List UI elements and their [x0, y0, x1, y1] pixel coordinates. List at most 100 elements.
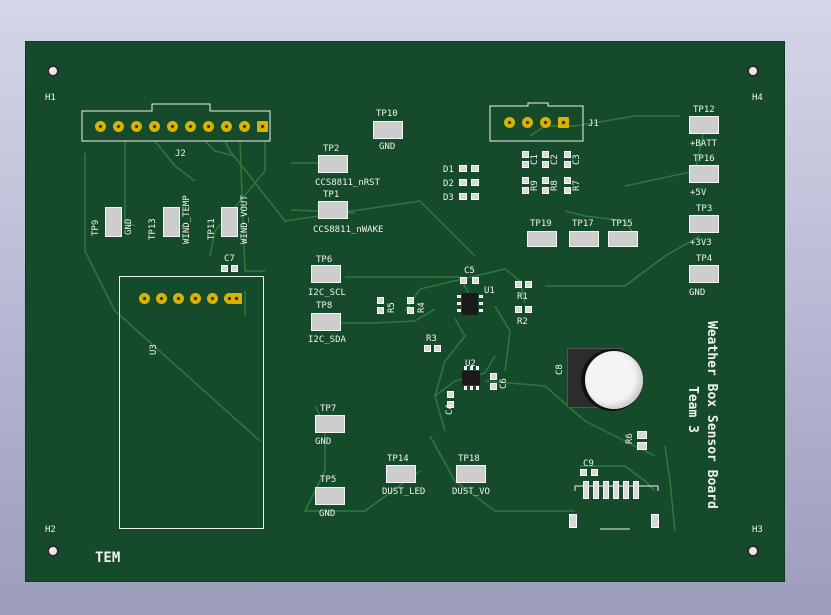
c7-label: C7 [224, 254, 235, 264]
tp14-pad [386, 465, 416, 483]
dust-connector-pin [603, 481, 609, 499]
d3-label: D3 [443, 193, 454, 203]
j2-outline [81, 103, 271, 142]
u3-pin [156, 293, 167, 304]
d1-pad [459, 165, 467, 172]
r4-pad [407, 297, 414, 304]
j2-pin [185, 121, 196, 132]
mounting-hole [47, 545, 59, 557]
tp6-ref: TP6 [316, 255, 333, 265]
d3-pad [471, 193, 479, 200]
u3-outline [119, 276, 264, 529]
tp1-ref: TP1 [323, 190, 340, 200]
j2-pin [113, 121, 124, 132]
mounting-hole [47, 65, 59, 77]
u3-pin [207, 293, 218, 304]
tp8-label: I2C_SDA [308, 335, 346, 345]
r1-pad [515, 281, 522, 288]
tp9-ref: TP9 [91, 219, 101, 236]
j2-pin [203, 121, 214, 132]
c3-label: C3 [572, 154, 582, 165]
j1-pin [504, 117, 515, 128]
j2-pin-1 [257, 121, 268, 132]
r6-pad [637, 442, 647, 450]
j2-pin [95, 121, 106, 132]
board-title: Weather Box Sensor Board [704, 321, 719, 509]
c5-label: C5 [464, 266, 475, 276]
r3-pad [434, 345, 441, 352]
r8-pad [542, 177, 549, 184]
r7-pad [564, 187, 571, 194]
pcb-board: H1 H4 H2 H3 J2 J1 TP10 GND TP2 CCS8811_n… [25, 41, 785, 582]
tp12-label: +BATT [690, 139, 718, 149]
dust-connector-pin [623, 481, 629, 499]
u2-pin [470, 366, 473, 370]
tp1-pad [318, 201, 348, 219]
d2-pad [471, 179, 479, 186]
tp12-pad [689, 116, 719, 134]
tp13-pad [163, 207, 180, 237]
c9-pad [591, 469, 598, 476]
tp10-pad [373, 121, 403, 139]
tp8-ref: TP8 [316, 301, 333, 311]
j2-pin [239, 121, 250, 132]
u2-chip [462, 371, 480, 385]
tp18-pad [456, 465, 486, 483]
tp3-pad [689, 215, 719, 233]
u3-pin [190, 293, 201, 304]
u2-pin [476, 386, 479, 390]
d1-pad [471, 165, 479, 172]
r9-pad [522, 177, 529, 184]
j2-pin [221, 121, 232, 132]
j2-pin [149, 121, 160, 132]
dust-connector-pin [583, 481, 589, 499]
tp14-label: DUST_LED [382, 487, 426, 497]
tp18-label: DUST_VO [452, 487, 490, 497]
c4-label: C4 [445, 404, 455, 415]
tp17-pad [569, 231, 599, 247]
c6-label: C6 [499, 378, 509, 389]
c8-top [585, 351, 643, 409]
r8-pad [542, 187, 549, 194]
tp14-ref: TP14 [387, 454, 409, 464]
tp15-ref: TP15 [611, 219, 633, 229]
mounting-hole [747, 65, 759, 77]
r8-label: R8 [550, 180, 560, 191]
c3-pad [564, 161, 571, 168]
c9-pad [580, 469, 587, 476]
c4-pad [447, 391, 454, 398]
j1-outline [489, 102, 584, 142]
c5-pad [472, 277, 479, 284]
u2-pin [470, 386, 473, 390]
mounting-hole [747, 545, 759, 557]
c2-pad [542, 151, 549, 158]
tp2-label: CCS8811_nRST [315, 178, 381, 188]
tp6-label: I2C_SCL [308, 288, 346, 298]
logo-text: TEM [95, 550, 121, 566]
dust-connector-pin [593, 481, 599, 499]
r2-pad [525, 306, 532, 313]
u2-pin [464, 366, 467, 370]
tp8-pad [311, 313, 341, 331]
j1-label: J1 [588, 119, 599, 129]
tp4-ref: TP4 [696, 254, 713, 264]
c6-pad [490, 373, 497, 380]
tp5-label: GND [319, 509, 336, 519]
c3-pad [564, 151, 571, 158]
c9-label: C9 [583, 459, 594, 469]
dust-connector-mount [651, 514, 659, 528]
r7-pad [564, 177, 571, 184]
tp2-pad [318, 155, 348, 173]
tp6-pad [311, 265, 341, 283]
r3-pad [424, 345, 431, 352]
tp13-ref: TP13 [148, 218, 158, 240]
tp5-ref: TP5 [320, 475, 337, 485]
tp10-ref: TP10 [376, 109, 398, 119]
u2-pin [476, 366, 479, 370]
tp4-pad [689, 265, 719, 283]
r6-pad [637, 431, 647, 439]
hole-label: H4 [752, 93, 763, 103]
c7-pad [231, 265, 238, 272]
c6-pad [490, 383, 497, 390]
tp5-pad [315, 487, 345, 505]
